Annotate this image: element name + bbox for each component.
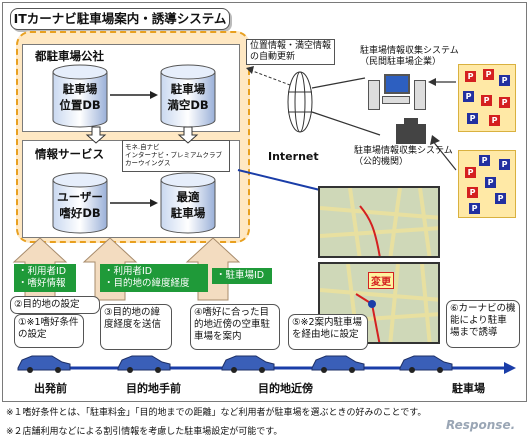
parking-icon: P: [489, 115, 500, 126]
partner-1: モネ.自ナビ: [125, 143, 160, 151]
db-optimal-line2: 駐車場: [170, 206, 206, 220]
step-2-box: ②目的地の設定: [10, 296, 100, 314]
step-4-box: ④嗜好に合った目的地近傍の空車駐車場を案内: [190, 304, 280, 350]
private-system-line2: （民間駐車場企業）: [360, 57, 442, 67]
arrowhead-private: [428, 78, 436, 86]
step-6-box: ⑥カーナビの機能により駐車場まで誘導: [446, 300, 520, 348]
step-5-box: ⑤※2案内駐車場を経由地に設定: [288, 314, 368, 350]
parking-icon: P: [495, 193, 506, 204]
public-parking-lot: P P P P P P P: [458, 150, 516, 218]
green-box-1-line1: ・利用者ID: [18, 266, 67, 277]
footnote-2: ※２店舗利用などによる割引情報を考慮した駐車場設定が可能です。: [6, 427, 283, 437]
link-public-lots: [431, 139, 457, 171]
change-label: 変更: [368, 272, 394, 289]
info-service-title: 情報サービス: [35, 147, 104, 161]
timeline-label-3: 目的地近傍: [258, 382, 313, 395]
car-icon-4: [311, 355, 365, 373]
arrowhead-db3-db4: [150, 199, 158, 207]
car-icon-1: [17, 355, 71, 373]
car-icon-5: [399, 355, 453, 373]
server-icon: [368, 74, 426, 110]
auto-update-line1: 位置情報・満空情報: [250, 41, 332, 51]
db-preference-line1: ユーザー: [57, 190, 103, 204]
parking-icon: P: [499, 159, 510, 170]
internet-globe-meridian: [294, 71, 306, 133]
db-location-line1: 駐車場: [62, 82, 98, 96]
timeline-label-1: 出発前: [34, 382, 67, 395]
db-vacancy-line2: 満空DB: [167, 98, 209, 112]
step-1-box: ①※1嗜好条件の設定: [14, 314, 84, 348]
partner-2: インターナビ・プレミアムクラブ: [125, 151, 223, 159]
parking-icon: P: [467, 187, 478, 198]
green-box-3: ・駐車場ID: [212, 268, 272, 284]
db-optimal-cylinder: 最適 駐車場: [160, 172, 216, 234]
watermark: Response.: [446, 418, 516, 432]
db-location-line2: 位置DB: [59, 98, 101, 112]
db-location-cylinder: 駐車場 位置DB: [52, 64, 108, 128]
parking-icon: P: [479, 155, 490, 166]
arrow-panel-down-right: [177, 126, 199, 144]
partner-3: カーウイングス: [125, 159, 171, 167]
parking-icon: P: [483, 69, 494, 80]
arrow-panel-down-left: [85, 126, 107, 144]
auto-update-line2: の自動更新: [250, 52, 296, 62]
diagram-title: ITカーナビ駐車場案内・誘導システム: [10, 8, 230, 30]
car-icon-3: [221, 355, 275, 373]
green-box-2-line2: ・目的地の緯度経度: [104, 278, 190, 289]
parking-icon: P: [485, 177, 496, 188]
parking-icon: P: [465, 167, 476, 178]
private-parking-lot: P P P P P P P P: [458, 64, 516, 132]
green-box-2-line1: ・利用者ID: [104, 266, 153, 277]
green-box-3-line1: ・駐車場ID: [216, 270, 265, 281]
building-icon: [394, 118, 428, 144]
navi-map-top: [318, 186, 440, 258]
navi-map-bottom: 変更: [318, 262, 440, 344]
green-box-1: ・利用者ID ・嗜好情報: [14, 264, 76, 292]
parking-icon: P: [467, 113, 478, 124]
parking-icon: P: [463, 91, 474, 102]
parking-icon: P: [469, 203, 480, 214]
timeline-label-2: 目的地手前: [126, 382, 181, 395]
parking-icon: P: [499, 75, 510, 86]
green-box-1-line2: ・嗜好情報: [18, 278, 66, 289]
private-system-label: 駐車場情報収集システム （民間駐車場企業）: [360, 46, 459, 68]
timeline-label-4: 駐車場: [452, 382, 485, 395]
car-icon-2: [117, 355, 171, 373]
link-internet-public: [311, 111, 381, 136]
footnote-1: ※１嗜好条件とは、「駐車料金」「目的地までの距離」など利用者が駐車場を選ぶときの…: [6, 408, 427, 418]
public-system-line2: （公的機関）: [354, 157, 409, 167]
link-org-internet: [249, 69, 291, 86]
arrowhead-public: [430, 135, 440, 145]
db-preference-line2: 嗜好DB: [59, 206, 101, 220]
parking-icon: P: [481, 95, 492, 106]
link-map-info: [237, 169, 321, 191]
parking-icon: P: [465, 71, 476, 82]
diagram-frame: [2, 2, 527, 402]
db-preference-cylinder: ユーザー 嗜好DB: [52, 172, 108, 234]
public-system-label: 駐車場情報収集システム （公的機関）: [354, 146, 453, 168]
db-vacancy-line1: 駐車場: [170, 82, 206, 96]
arrowhead-to-org: [246, 66, 254, 74]
private-system-line1: 駐車場情報収集システム: [360, 46, 459, 56]
internet-label: Internet: [268, 150, 319, 163]
db-vacancy-cylinder: 駐車場 満空DB: [160, 64, 216, 128]
auto-update-note: 位置情報・満空情報 の自動更新: [246, 39, 336, 65]
arrowhead-db1-db2: [150, 91, 158, 99]
partner-services: モネ.自ナビ インターナビ・プレミアムクラブ カーウイングス: [122, 140, 230, 172]
parking-icon: P: [499, 97, 510, 108]
db-optimal-line1: 最適: [176, 190, 200, 204]
link-internet-private: [311, 77, 366, 89]
green-box-2: ・利用者ID ・目的地の緯度経度: [100, 264, 208, 292]
step-3-box: ③目的地の緯度経度を送信: [100, 304, 172, 350]
timeline-arrowhead: [504, 362, 516, 374]
public-system-line1: 駐車場情報収集システム: [354, 146, 453, 156]
org-name: 都駐車場公社: [35, 49, 104, 63]
